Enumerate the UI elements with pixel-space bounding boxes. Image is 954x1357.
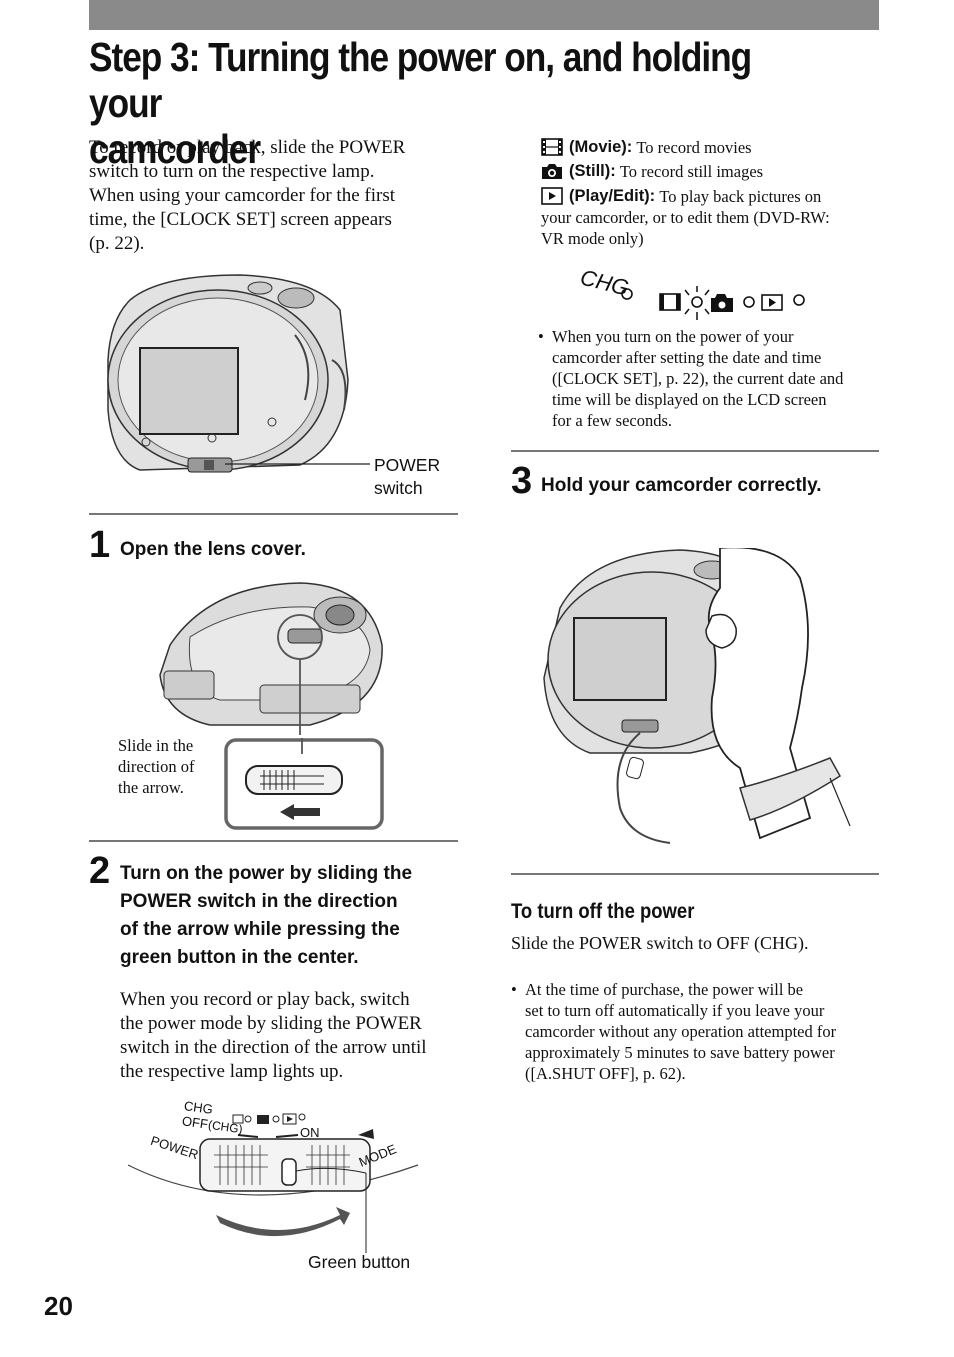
text-line: (p. 22). [89, 233, 145, 254]
bullet: • [511, 980, 517, 999]
bullet-text: At the time of purchase, the power will … [525, 979, 836, 1084]
mode-label: (Play/Edit): [569, 187, 656, 205]
bullet: • [538, 327, 544, 346]
note-line: direction of [118, 757, 195, 776]
mode-desc: To record movies [636, 138, 752, 157]
divider [89, 513, 458, 515]
note-line: the arrow. [118, 778, 184, 797]
heading-line: green button in the center. [120, 947, 359, 968]
text-line: VR mode only) [541, 229, 644, 248]
callout-line: POWER [374, 455, 441, 475]
text-line: When you record or play back, switch [120, 989, 410, 1010]
intro-paragraph: To record or play back, slide the POWER … [89, 136, 459, 256]
mode-desc: To play back pictures on [659, 187, 822, 206]
text-line: the respective lamp lights up. [120, 1061, 344, 1082]
text-line: camcorder without any operation attempte… [525, 1022, 837, 1041]
power-switch-callout: POWER switch [374, 454, 440, 500]
title-line: camcorder [89, 126, 261, 172]
lens-cover-illustration [159, 582, 383, 735]
page-title: Step 3: Turning the power on, and holdin… [89, 34, 777, 172]
step-2-body: When you record or play back, switch the… [120, 988, 465, 1084]
title-line: Step 3: Turning the power on, and holdin… [89, 34, 752, 126]
camera-icon [542, 164, 562, 179]
mode-still: (Still): To record still images [541, 161, 881, 182]
mode-movie: (Movie): To record movies [541, 137, 881, 158]
text-line: your camcorder, or to edit them (DVD-RW: [541, 208, 830, 227]
play-icon [541, 187, 563, 205]
power-off-heading: To turn off the power [511, 900, 695, 923]
text-line: approximately 5 minutes to save battery … [525, 1043, 835, 1062]
mode-desc: To record still images [619, 162, 764, 181]
step-2-heading: Turn on the power by sliding the POWER s… [120, 860, 460, 972]
text-line: ([CLOCK SET], p. 22), the current date a… [552, 369, 844, 388]
text-line: time, the [CLOCK SET] screen appears [89, 209, 392, 230]
text-line: To record or play back, slide the POWER [89, 137, 406, 158]
divider [511, 873, 879, 875]
text-line: When using your camcorder for the first [89, 185, 396, 206]
text-line: ([A.SHUT OFF], p. 62). [525, 1064, 686, 1083]
heading-line: of the arrow while pressing the [120, 919, 400, 940]
clock-note: • When you turn on the power of your cam… [538, 326, 883, 431]
step-1-number: 1 [89, 524, 111, 566]
power-off-text: Slide the POWER switch to OFF (CHG). [511, 933, 809, 953]
text-line: switch to turn on the respective lamp. [89, 161, 375, 182]
text-line: the power mode by sliding the POWER [120, 1013, 422, 1034]
text-line: At the time of purchase, the power will … [525, 980, 804, 999]
step-3-heading: Hold your camcorder correctly. [541, 475, 822, 496]
mode-lamps-illustration [621, 286, 805, 320]
auto-shutoff-note: • At the time of purchase, the power wil… [511, 979, 881, 1084]
mode-play-desc: your camcorder, or to edit them (DVD-RW:… [541, 207, 881, 249]
text-line: set to turn off automatically if you lea… [525, 1001, 825, 1020]
dial-label-on: ON [300, 1125, 320, 1140]
switch-detail-illustration [224, 738, 384, 830]
power-dial-illustration [128, 1113, 419, 1253]
mode-label: (Movie): [569, 138, 633, 156]
camcorder-front-illustration [107, 274, 370, 473]
page-number: 20 [44, 1291, 73, 1321]
text-line: switch in the direction of the arrow unt… [120, 1037, 427, 1058]
step-3-number: 3 [511, 460, 533, 502]
bullet-text: When you turn on the power of your camco… [552, 326, 843, 431]
heading-line: Turn on the power by sliding the [120, 863, 413, 884]
text-line: When you turn on the power of your [552, 327, 794, 346]
mode-label: (Still): [569, 162, 616, 180]
text-line: camcorder after setting the date and tim… [552, 348, 822, 367]
bullet-item: • When you turn on the power of your cam… [538, 326, 883, 431]
text-line: for a few seconds. [552, 411, 673, 430]
text-line: time will be displayed on the LCD screen [552, 390, 827, 409]
holding-camcorder-illustration [543, 548, 851, 844]
divider [511, 450, 879, 452]
heading-line: POWER switch in the direction [120, 891, 398, 912]
step-1-heading: Open the lens cover. [120, 539, 306, 560]
mode-list: (Movie): To record movies (Still): To re… [541, 137, 881, 249]
bullet-item: • At the time of purchase, the power wil… [511, 979, 881, 1084]
movie-icon [541, 138, 563, 156]
header-bar [89, 0, 879, 30]
step-1-note: Slide in the direction of the arrow. [118, 735, 195, 798]
step-2-number: 2 [89, 850, 111, 892]
note-line: Slide in the [118, 736, 194, 755]
mode-play: (Play/Edit): To play back pictures on [541, 186, 881, 207]
callout-line: switch [374, 478, 423, 498]
divider [89, 840, 458, 842]
green-button-callout: Green button [308, 1252, 411, 1272]
